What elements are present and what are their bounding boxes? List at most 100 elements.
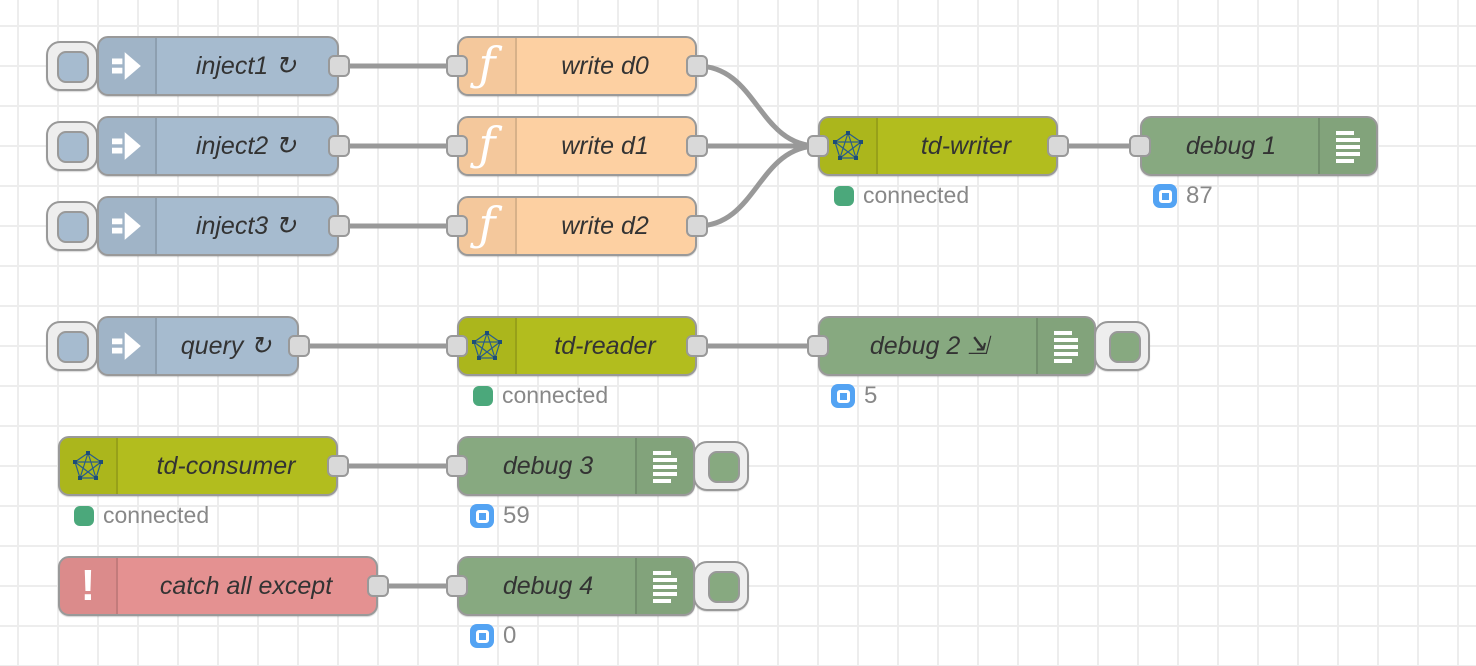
inject1-output-port[interactable] <box>328 55 350 77</box>
function-icon: ƒ <box>478 37 496 91</box>
debug4-message-badge: 0 <box>470 622 516 650</box>
write-d2-icon-region: ƒ <box>459 198 517 254</box>
debug-list-icon <box>653 571 677 603</box>
debug-list-icon <box>1054 331 1078 363</box>
debug4-badge-icon <box>470 624 494 648</box>
debug4-input-port[interactable] <box>446 575 468 597</box>
inject2-output-port[interactable] <box>328 135 350 157</box>
inject1-inject-button[interactable] <box>46 41 98 91</box>
debug-list-icon <box>1336 131 1360 163</box>
td-writer-status-dot-icon <box>834 185 854 206</box>
inject3-inject-button[interactable] <box>46 201 98 251</box>
debug2-enable-toggle-button[interactable] <box>1094 321 1150 371</box>
debug2-badge-icon <box>831 384 855 408</box>
node-catch[interactable]: ! catch all except <box>58 556 378 616</box>
inject2-inject-button[interactable] <box>46 121 98 171</box>
td-consumer-status-dot-icon <box>74 505 94 526</box>
query-output-port[interactable] <box>288 335 310 357</box>
debug3-icon-region <box>635 438 693 494</box>
td-reader-status-text: connected <box>502 382 609 408</box>
td-consumer-icon-region <box>60 438 118 494</box>
write-d0-input-port[interactable] <box>446 55 468 77</box>
debug2-input-port[interactable] <box>807 335 829 357</box>
query-icon-region <box>99 318 157 374</box>
td-writer-status-text: connected <box>863 182 970 208</box>
td-writer-output-port[interactable] <box>1047 135 1069 157</box>
debug4-enable-toggle-button[interactable] <box>693 561 749 611</box>
node-td-consumer[interactable]: td-consumer <box>58 436 338 496</box>
query-inject-button[interactable] <box>46 321 98 371</box>
debug2-message-badge: 5 <box>831 382 877 410</box>
inject3-label: inject3 ↻ <box>195 212 297 240</box>
write-d2-input-port[interactable] <box>446 215 468 237</box>
td-consumer-output-port[interactable] <box>327 455 349 477</box>
function-icon: ƒ <box>478 197 496 251</box>
write-d2-label: write d2 <box>561 211 649 240</box>
debug2-icon-region <box>1036 318 1094 374</box>
node-query[interactable]: query ↻ <box>97 316 299 376</box>
td-writer-input-port[interactable] <box>807 135 829 157</box>
node-write-d2[interactable]: ƒ write d2 <box>457 196 697 256</box>
debug3-input-port[interactable] <box>446 455 468 477</box>
inject2-label: inject2 ↻ <box>195 132 297 160</box>
debug3-badge-icon-hollow <box>475 509 489 523</box>
node-inject2[interactable]: inject2 ↻ <box>97 116 339 176</box>
node-inject3[interactable]: inject3 ↻ <box>97 196 339 256</box>
debug1-label: debug 1 <box>1185 131 1277 160</box>
td-reader-label: td-reader <box>554 331 656 360</box>
node-debug2[interactable]: debug 2 ⇲ <box>818 316 1096 376</box>
td-consumer-label: td-consumer <box>156 451 296 480</box>
star-network-icon <box>472 331 502 360</box>
catch-label: catch all except <box>159 571 333 600</box>
debug2-badge-count: 5 <box>864 382 878 409</box>
td-writer-label: td-writer <box>920 131 1012 160</box>
write-d1-icon-region: ƒ <box>459 118 517 174</box>
star-network-icon <box>833 131 863 160</box>
inject2-inject-button-face <box>57 131 89 163</box>
node-td-writer[interactable]: td-writer <box>818 116 1058 176</box>
td-writer-status: connected <box>834 182 969 209</box>
debug2-enable-toggle-face <box>1109 331 1141 363</box>
debug4-badge-icon-hollow <box>475 629 489 643</box>
debug1-badge-icon-hollow <box>1158 189 1172 203</box>
node-debug3[interactable]: debug 3 <box>457 436 695 496</box>
write-d2-output-port[interactable] <box>686 215 708 237</box>
td-reader-input-port[interactable] <box>446 335 468 357</box>
debug1-icon-region <box>1318 118 1376 174</box>
node-td-reader[interactable]: td-reader <box>457 316 697 376</box>
debug3-message-badge: 59 <box>470 502 530 530</box>
catch-output-port[interactable] <box>367 575 389 597</box>
wire-write-d0-to-td-writer[interactable] <box>694 63 821 149</box>
write-d0-output-port[interactable] <box>686 55 708 77</box>
td-consumer-status-text: connected <box>103 502 210 528</box>
function-icon: ƒ <box>478 117 496 171</box>
node-debug1[interactable]: debug 1 <box>1140 116 1378 176</box>
wire-write-d2-to-td-writer[interactable] <box>694 143 821 229</box>
write-d1-output-port[interactable] <box>686 135 708 157</box>
write-d1-input-port[interactable] <box>446 135 468 157</box>
td-writer-icon-region <box>820 118 878 174</box>
debug2-badge-icon-hollow <box>836 389 850 403</box>
debug1-input-port[interactable] <box>1129 135 1151 157</box>
debug3-badge-icon <box>470 504 494 528</box>
debug4-label: debug 4 <box>502 571 594 600</box>
node-inject1[interactable]: inject1 ↻ <box>97 36 339 96</box>
star-network-icon <box>73 451 103 480</box>
inject3-output-port[interactable] <box>328 215 350 237</box>
debug1-badge-count: 87 <box>1186 182 1213 209</box>
node-debug4[interactable]: debug 4 <box>457 556 695 616</box>
debug4-enable-toggle-face <box>708 571 740 603</box>
query-inject-button-face <box>57 331 89 363</box>
td-reader-output-port[interactable] <box>686 335 708 357</box>
debug2-label: debug 2 ⇲ <box>869 332 989 360</box>
inject-arrow-icon <box>112 132 141 160</box>
catch-icon-region: ! <box>60 558 118 614</box>
write-d0-icon-region: ƒ <box>459 38 517 94</box>
debug3-enable-toggle-button[interactable] <box>693 441 749 491</box>
inject2-icon-region <box>99 118 157 174</box>
debug1-badge-icon <box>1153 184 1177 208</box>
